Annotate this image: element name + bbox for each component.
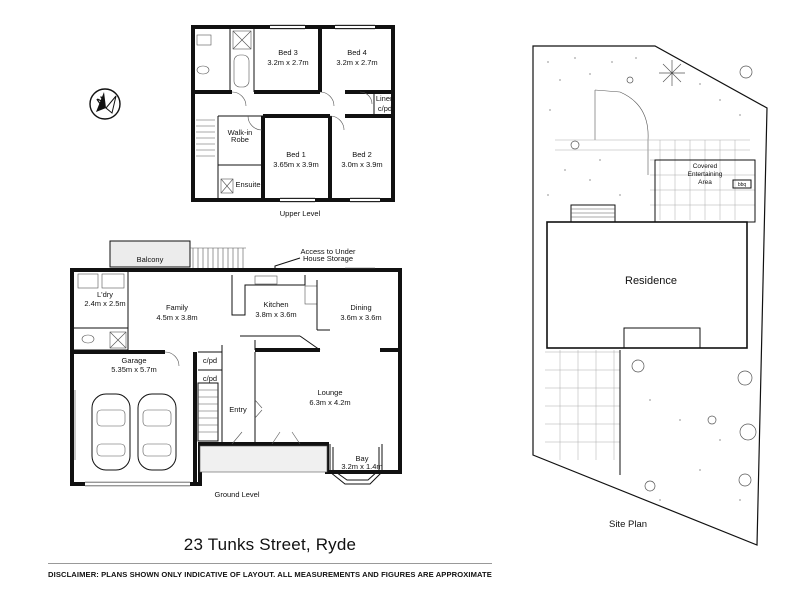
balcony-deck (109, 240, 191, 268)
laundry-name: L'dry (97, 290, 113, 299)
lounge-size: 6.3m x 4.2m (309, 398, 350, 407)
bbq-label: bbq (738, 182, 747, 188)
linen-name: Linen (376, 94, 394, 103)
ensuite-name: Ensuite (235, 180, 260, 189)
garden-texture (547, 57, 741, 501)
ground-internal-stairs (197, 382, 219, 442)
family-size: 4.5m x 3.8m (156, 313, 197, 322)
balcony-name: Balcony (137, 255, 164, 264)
kitchen-name: Kitchen (263, 300, 288, 309)
bay-name: Bay (356, 454, 369, 463)
car-icon (137, 393, 177, 471)
front-garden-bed (199, 445, 328, 473)
dining-size: 3.6m x 3.6m (340, 313, 381, 322)
ground-level-plan: Balcony Access to Under House Storage L'… (70, 240, 402, 487)
garage-name: Garage (121, 356, 146, 365)
disclaimer-text: DISCLAIMER: PLANS SHOWN ONLY INDICATIVE … (48, 570, 492, 579)
site-plan-caption: Site Plan (609, 519, 647, 530)
upper-stairs (196, 119, 215, 157)
garage-size: 5.35m x 5.7m (111, 365, 156, 374)
covered-line1: Covered (693, 163, 718, 170)
cpd1-name: c/pd (203, 356, 217, 365)
bed2-name: Bed 2 (352, 150, 372, 159)
ground-level-caption: Ground Level (214, 490, 259, 499)
bed1-size: 3.65m x 3.9m (273, 160, 318, 169)
covered-line3: Area (698, 179, 712, 186)
linen-sub: c/pd (378, 104, 392, 113)
entry-name: Entry (229, 405, 247, 414)
bay-size: 3.2m x 1.4m (341, 462, 382, 471)
bed1-name: Bed 1 (286, 150, 306, 159)
cpd2-name: c/pd (203, 374, 217, 383)
footer-divider (48, 563, 492, 564)
annotation-line2: House Storage (303, 254, 353, 263)
bed4-size: 3.2m x 2.7m (336, 58, 377, 67)
north-compass-icon: N (89, 88, 121, 120)
plant-icon (570, 60, 757, 492)
bed3-name: Bed 3 (278, 48, 298, 57)
covered-line2: Entertaining (688, 171, 723, 178)
property-address: 23 Tunks Street, Ryde (183, 535, 357, 554)
walkin-sub: Robe (231, 135, 249, 144)
site-steps (570, 204, 616, 223)
kitchen-size: 3.8m x 3.6m (255, 310, 296, 319)
dining-name: Dining (350, 303, 371, 312)
bed4-name: Bed 4 (347, 48, 367, 57)
site-plan: Residence Covered Entertaining Area bbq (532, 45, 768, 546)
upper-level-caption: Upper Level (280, 209, 321, 218)
walkin-name: Walk-in (228, 128, 253, 137)
ground-external-stairs (190, 247, 246, 268)
bed2-size: 3.0m x 3.9m (341, 160, 382, 169)
residence-footprint (546, 221, 748, 349)
family-name: Family (166, 303, 188, 312)
annotation-line1: Access to Under (300, 247, 356, 256)
lounge-name: Lounge (317, 388, 342, 397)
bed3-size: 3.2m x 2.7m (267, 58, 308, 67)
upper-level-plan: Bed 3 3.2m x 2.7m Bed 4 3.2m x 2.7m Line… (191, 24, 395, 203)
laundry-size: 2.4m x 2.5m (84, 299, 125, 308)
car-icon (91, 393, 131, 471)
residence-label: Residence (625, 275, 677, 287)
